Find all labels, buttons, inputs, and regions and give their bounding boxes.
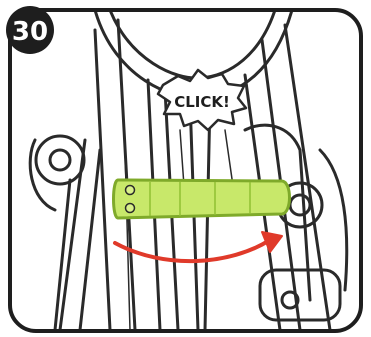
green-clip xyxy=(114,180,290,218)
clip-screw-top xyxy=(126,186,135,195)
clip-screw-bottom xyxy=(126,204,135,213)
click-callout-text: CLICK! xyxy=(174,93,230,111)
step-number: 30 xyxy=(12,17,48,47)
